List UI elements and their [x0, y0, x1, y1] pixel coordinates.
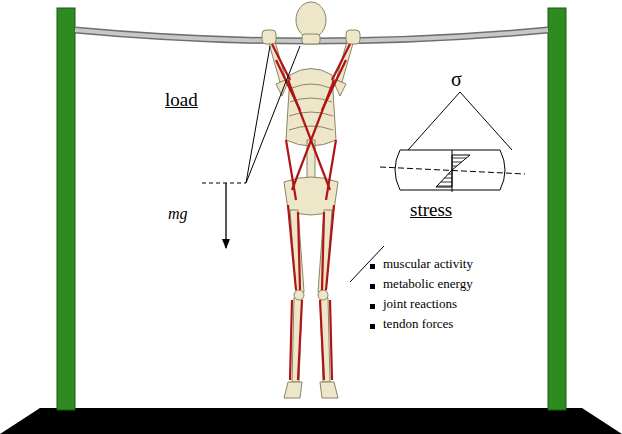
muscles	[272, 44, 350, 380]
floor	[0, 408, 622, 434]
bullet-item: metabolic energy	[383, 277, 473, 291]
stress-label: stress	[410, 200, 452, 221]
skeleton	[262, 2, 360, 398]
force-symbol: mg	[168, 205, 188, 223]
bullet-item: tendon forces	[383, 317, 453, 331]
load-annotation	[202, 46, 300, 248]
stress-symbol: σ	[451, 68, 462, 90]
left-post	[57, 8, 75, 410]
bullet-item: muscular activity	[383, 257, 473, 271]
bullet-item: joint reactions	[383, 297, 457, 311]
right-post	[548, 8, 566, 410]
load-label: load	[165, 90, 198, 111]
bullet-marks	[370, 264, 375, 329]
stress-inset	[350, 92, 525, 282]
